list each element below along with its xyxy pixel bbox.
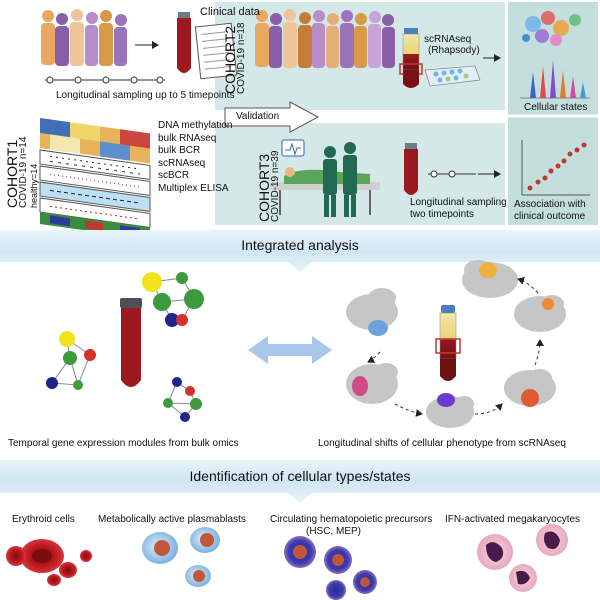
- omic-item: bulk BCR: [158, 145, 201, 156]
- megakaryocytes-icon: [477, 524, 568, 592]
- outcome-scatter: [521, 140, 590, 196]
- cohort1-covid-count: COVID-19 n=14: [18, 136, 29, 208]
- rhapsody-cartridge: [424, 65, 481, 87]
- clinical-data-label: Clinical data: [200, 6, 260, 18]
- cell-label-plasmablasts: Metabolically active plasmablasts: [98, 514, 246, 525]
- cell-label-precursors-sub: (HSC, MEP): [306, 526, 361, 537]
- omic-item: scBCR: [158, 170, 190, 181]
- blood-tube-cohort2: [399, 28, 423, 88]
- cohort2-people: [255, 9, 395, 68]
- cellular-states-label: Cellular states: [524, 102, 588, 113]
- identification-title: Identification of cellular types/states: [189, 468, 411, 484]
- clinical-data-sheet: [194, 22, 238, 80]
- cycle-arrows: [367, 276, 544, 417]
- sampling-timeline: [45, 76, 165, 84]
- blood-tube-cohort3: [404, 143, 418, 195]
- cohort2-count: COVID-19 n=18: [236, 22, 247, 94]
- cell-label-megakaryocytes: IFN-activated megakaryocytes: [445, 514, 581, 525]
- omics-stack: [39, 117, 151, 240]
- cohort3-count: COVID-19 n=39: [270, 150, 281, 222]
- cohort1-people: [41, 9, 127, 66]
- longitudinal-umaps: [346, 260, 566, 428]
- bulk-caption: Temporal gene expression modules from bu…: [8, 438, 239, 449]
- blood-tube-scrna: [435, 305, 461, 381]
- cohort3-sampling-line1: Longitudinal sampling: [410, 197, 507, 208]
- hematopoietic-precursors-icon: [284, 536, 377, 600]
- cell-label-erythroid: Erythroid cells: [12, 514, 75, 525]
- omic-item: DNA methylation: [158, 120, 233, 131]
- omics-list: DNA methylation bulk RNAseq bulk BCR scR…: [158, 120, 232, 195]
- omic-item: Multiplex ELISA: [158, 182, 229, 194]
- integrated-band: [0, 230, 600, 272]
- network-nodes: [46, 272, 204, 422]
- erythroid-cells-icon: [6, 539, 92, 586]
- validation-label: Validation: [236, 111, 280, 122]
- cellular-states-umap: [522, 11, 581, 46]
- omic-item: scRNAseq: [158, 157, 206, 169]
- integrated-title: Integrated analysis: [241, 237, 359, 253]
- sampling-label: Longitudinal sampling up to 5 timepoints: [56, 90, 235, 101]
- cohort2-assay-line1: scRNAseq: [424, 34, 472, 45]
- blood-tube-cohort1: [177, 12, 191, 73]
- cohort1-healthy-count: healthy=14: [29, 163, 39, 208]
- two-timepoint-line: [428, 170, 476, 178]
- blood-tube-bulk: [120, 298, 142, 387]
- cohort3-sampling-line2: two timepoints: [410, 209, 474, 220]
- cohort3-result-line1: Association with: [514, 199, 586, 210]
- scrna-caption: Longitudinal shifts of cellular phenotyp…: [318, 438, 566, 449]
- hospital-scene: [270, 139, 380, 217]
- omic-item: bulk RNAseq: [158, 132, 217, 144]
- cohort2-assay-line2: (Rhapsody): [428, 45, 480, 56]
- identification-band: [0, 460, 600, 503]
- validation-arrow: [224, 101, 320, 133]
- plasmablasts-icon: [142, 527, 220, 587]
- cellular-states-violins: [520, 60, 590, 99]
- cell-label-precursors: Circulating hematopoietic precursors: [270, 514, 433, 525]
- cohort3-result-line2: clinical outcome: [514, 211, 586, 222]
- double-arrow: [248, 336, 332, 364]
